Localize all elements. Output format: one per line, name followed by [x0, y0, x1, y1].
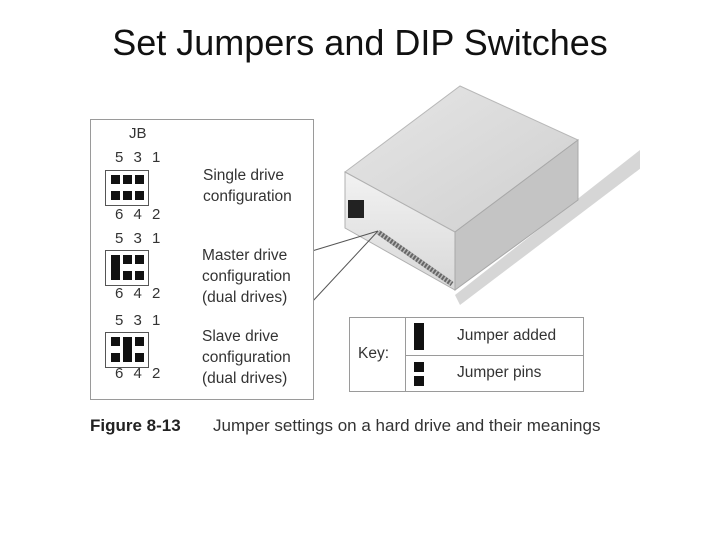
jb-label: JB [129, 125, 147, 142]
config-slave-line1: Slave drive [202, 328, 279, 345]
config-slave-line3: (dual drives) [202, 370, 288, 387]
jumper-pins-symbol [414, 362, 424, 386]
key-box: Key: Jumper added Jumper pins [349, 317, 584, 392]
drive-jumper-block [348, 200, 364, 218]
jumper-block-single [105, 170, 149, 206]
pin-numbers-top: 5 3 1 [115, 230, 164, 247]
pin-numbers-top: 5 3 1 [115, 149, 164, 166]
config-master: Master drive configuration (dual drives) [202, 245, 291, 308]
drive-side-face [454, 139, 579, 291]
config-single-line2: configuration [203, 188, 292, 205]
drive-shadow [455, 150, 640, 305]
pin-numbers-top: 5 3 1 [115, 312, 164, 329]
hard-drive-illustration [311, 85, 640, 305]
config-single-line1: Single drive [203, 167, 284, 184]
config-master-line3: (dual drives) [202, 289, 288, 306]
jumper-pins-slave [111, 337, 144, 362]
config-slave-line2: configuration [202, 349, 291, 366]
config-master-line2: configuration [202, 268, 291, 285]
pin-numbers-bottom: 6 4 2 [115, 285, 164, 302]
drive-connector-pins [376, 229, 454, 287]
jumper-added-symbol [414, 323, 424, 350]
callout-line-upper [311, 230, 379, 252]
config-master-line1: Master drive [202, 247, 288, 264]
jumper-pins-master [111, 255, 144, 280]
key-divider-vertical [405, 318, 406, 391]
figure-caption: Jumper settings on a hard drive and thei… [213, 416, 601, 435]
key-jumper-pins: Jumper pins [457, 364, 542, 381]
jumper-block-slave [105, 332, 149, 368]
pin-numbers-bottom: 6 4 2 [115, 365, 164, 382]
figure-label: Figure 8-13 [90, 416, 181, 435]
slide-title: Set Jumpers and DIP Switches [112, 22, 608, 63]
pin-numbers-bottom: 6 4 2 [115, 206, 164, 223]
config-slave: Slave drive configuration (dual drives) [202, 326, 291, 389]
key-jumper-added: Jumper added [457, 327, 557, 344]
key-label: Key: [358, 345, 390, 362]
config-single: Single drive configuration [203, 165, 292, 207]
callout-line-lower [311, 230, 379, 303]
jumper-block-master [105, 250, 149, 286]
key-divider-horizontal [405, 355, 583, 356]
jumper-pins-single [111, 175, 144, 200]
jumper-panel: JB 5 3 1 6 4 2 Single drive configuratio… [90, 119, 314, 400]
